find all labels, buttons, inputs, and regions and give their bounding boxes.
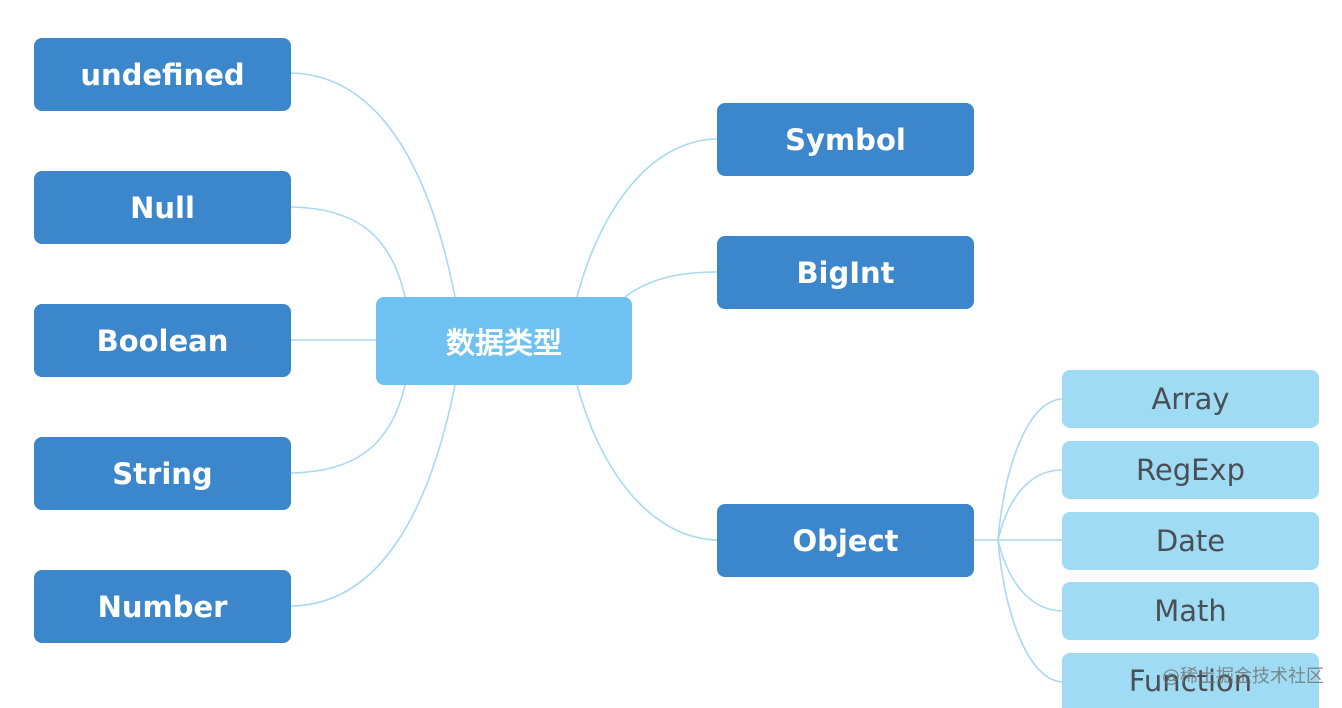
node-string[interactable]: String [34, 437, 291, 510]
node-number-label: Number [97, 589, 228, 624]
connector-root-bigint [624, 271, 718, 298]
connector-object-function [997, 539, 1063, 683]
connector-object-regexp [997, 469, 1063, 541]
node-symbol-label: Symbol [785, 122, 906, 157]
node-function[interactable]: Function [1062, 653, 1319, 708]
node-regexp[interactable]: RegExp [1062, 441, 1319, 499]
watermark-text: @稀土掘金技术社区 [1162, 666, 1324, 687]
node-symbol[interactable]: Symbol [717, 103, 974, 176]
connector-root-object [576, 384, 718, 541]
node-array[interactable]: Array [1062, 370, 1319, 428]
connector-root-number [290, 384, 456, 607]
node-array-label: Array [1151, 382, 1230, 416]
node-null[interactable]: Null [34, 171, 291, 244]
node-string-label: String [112, 456, 213, 491]
node-null-label: Null [130, 190, 195, 225]
connector-object-math [997, 539, 1063, 612]
node-object[interactable]: Object [717, 504, 974, 577]
node-boolean[interactable]: Boolean [34, 304, 291, 377]
node-undefined[interactable]: undefined [34, 38, 291, 111]
node-math-label: Math [1154, 594, 1227, 628]
node-regexp-label: RegExp [1136, 453, 1245, 487]
connector-object-array [997, 398, 1063, 541]
node-date-label: Date [1155, 524, 1226, 558]
node-object-label: Object [792, 523, 899, 558]
root-node-label: 数据类型 [445, 326, 562, 360]
node-bigint-label: BigInt [796, 255, 895, 290]
node-boolean-label: Boolean [96, 323, 229, 358]
root-node[interactable]: 数据类型 [376, 297, 632, 385]
connector-root-string [290, 384, 406, 474]
connector-root-null [290, 206, 406, 298]
connector-root-undefined [290, 72, 456, 298]
node-bigint[interactable]: BigInt [717, 236, 974, 309]
node-date[interactable]: Date [1062, 512, 1319, 570]
node-function-label: Function [1128, 663, 1253, 698]
connector-root-symbol [576, 138, 718, 298]
node-number[interactable]: Number [34, 570, 291, 643]
node-math[interactable]: Math [1062, 582, 1319, 640]
node-undefined-label: undefined [80, 57, 245, 92]
